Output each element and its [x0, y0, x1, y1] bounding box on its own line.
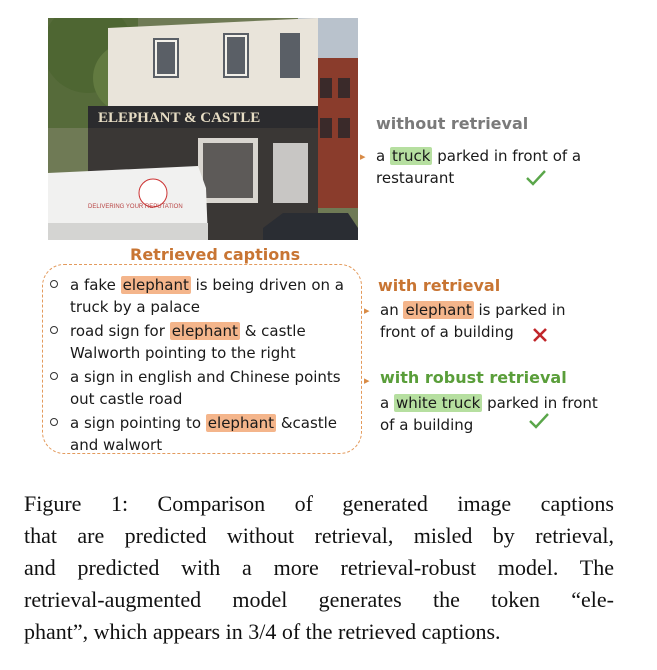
with-retrieval-label: with retrieval: [378, 276, 501, 295]
caption-pre: a: [376, 147, 386, 165]
list-item: a sign in english and Chinese points out…: [50, 366, 350, 410]
with-robust-retrieval-label: with robust retrieval: [380, 368, 567, 387]
arrow-right-icon: ▸: [360, 150, 366, 163]
figure-caption: Figure 1: Comparison of generated image …: [24, 488, 614, 648]
with-retrieval-caption-line2: front of a building: [380, 323, 514, 341]
list-item: a sign pointing to elephant &castle and …: [50, 412, 350, 456]
pub-sign: ELEPHANT & CASTLE: [98, 110, 260, 126]
building-photo: ELEPHANT & CASTLE DELIVERING YOUR REPUTA…: [48, 18, 358, 240]
retrieved-captions-title: Retrieved captions: [130, 245, 301, 264]
arrow-right-icon: ▸: [364, 374, 370, 387]
caption-line: Figure 1: Comparison of generated image …: [24, 491, 614, 516]
cross-icon: [532, 327, 548, 347]
van-lettering: DELIVERING YOUR REPUTATION: [88, 204, 183, 210]
bullet-icon: [50, 372, 58, 380]
arrow-right-icon: ▸: [364, 304, 370, 317]
caption-line: and predicted with a more retrieval-robu…: [24, 555, 614, 580]
caption-post: parked in front of a: [437, 147, 582, 165]
retrieved-captions-box: [42, 264, 362, 454]
caption-line: retrieval-augmented model generates the …: [24, 587, 614, 612]
caption-line: phant”, which appears in 3/4 of the retr…: [24, 619, 501, 644]
check-icon: [528, 412, 550, 434]
caption-highlight: truck: [389, 147, 433, 165]
without-retrieval-caption: a truck parked in front of a: [376, 145, 581, 167]
list-item: a fake elephant is being driven on a tru…: [50, 274, 350, 318]
without-retrieval-caption-line2: restaurant: [376, 169, 455, 187]
with-robust-retrieval-caption-line2: of a building: [380, 416, 474, 434]
with-robust-retrieval-caption: a white truck parked in front: [380, 394, 598, 412]
check-icon: [525, 169, 547, 191]
list-item: road sign for elephant & castle Walworth…: [50, 320, 350, 364]
caption-line: that are predicted without retrieval, mi…: [24, 523, 614, 548]
bullet-icon: [50, 280, 58, 288]
without-retrieval-label: without retrieval: [376, 114, 529, 133]
bullet-icon: [50, 418, 58, 426]
with-retrieval-caption: an elephant is parked in: [380, 301, 566, 319]
bullet-icon: [50, 326, 58, 334]
